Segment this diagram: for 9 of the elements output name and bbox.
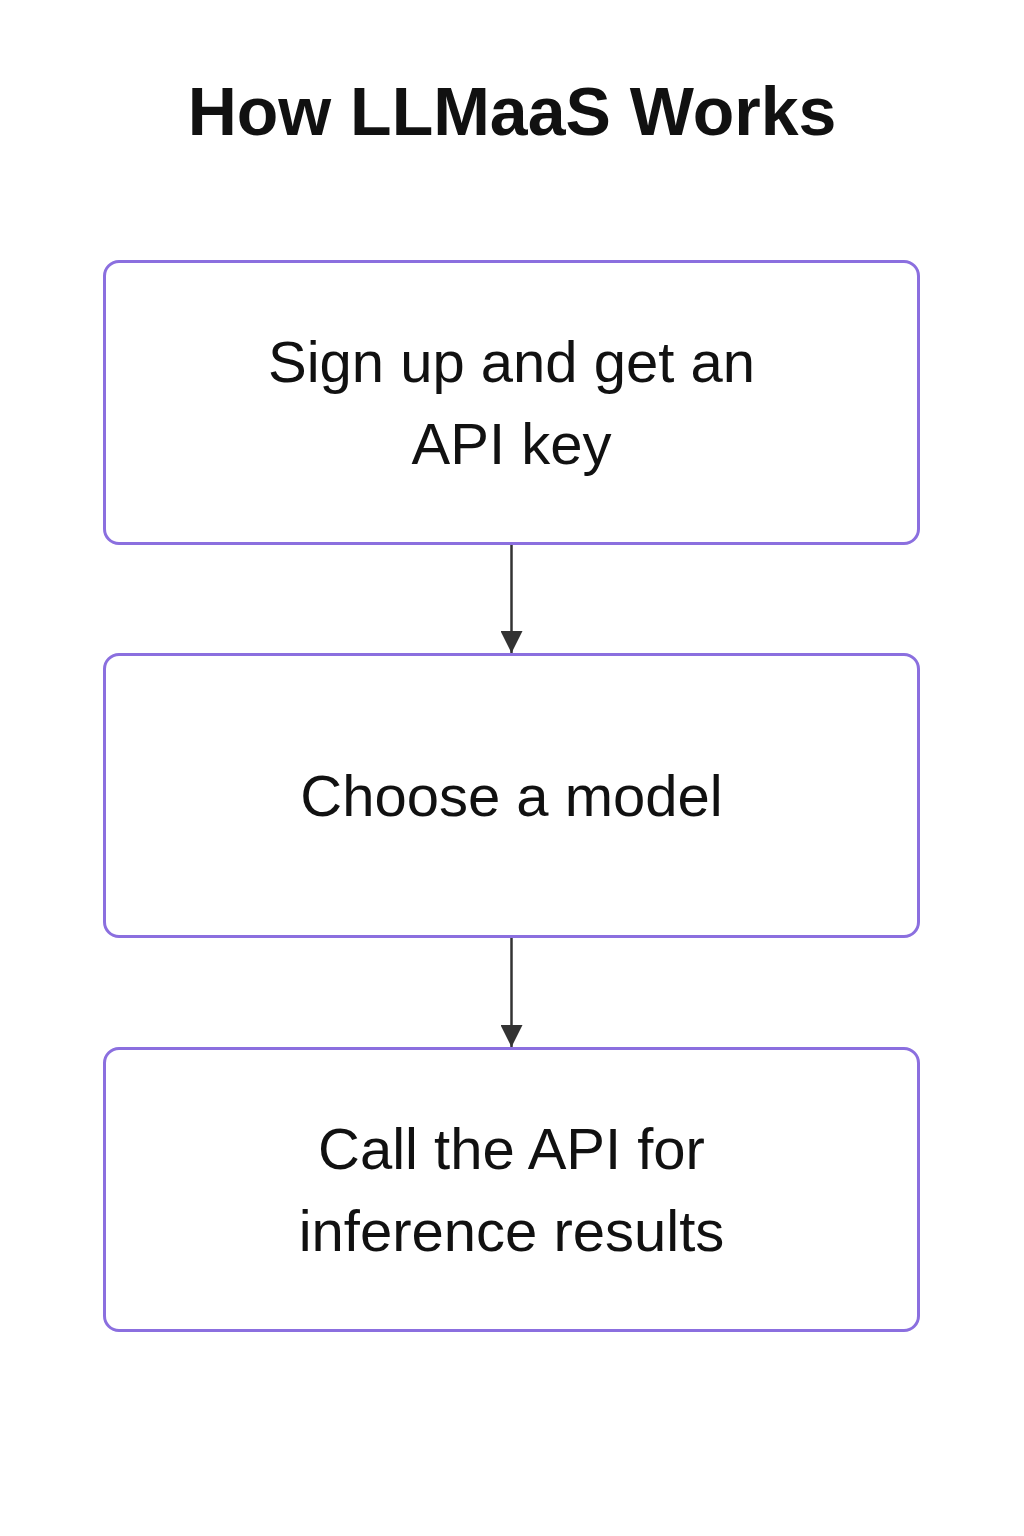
- step-text: Sign up and get an API key: [267, 328, 756, 478]
- process-box: [103, 260, 920, 545]
- process-box: [103, 1047, 920, 1332]
- process-box: [103, 653, 920, 938]
- step-text: Choose a model: [299, 761, 724, 830]
- title: How LLMaaS Works: [186, 72, 838, 150]
- arrow: [500, 938, 523, 1047]
- arrow: [500, 545, 523, 653]
- step-text: Call the API for inference results: [297, 1115, 726, 1265]
